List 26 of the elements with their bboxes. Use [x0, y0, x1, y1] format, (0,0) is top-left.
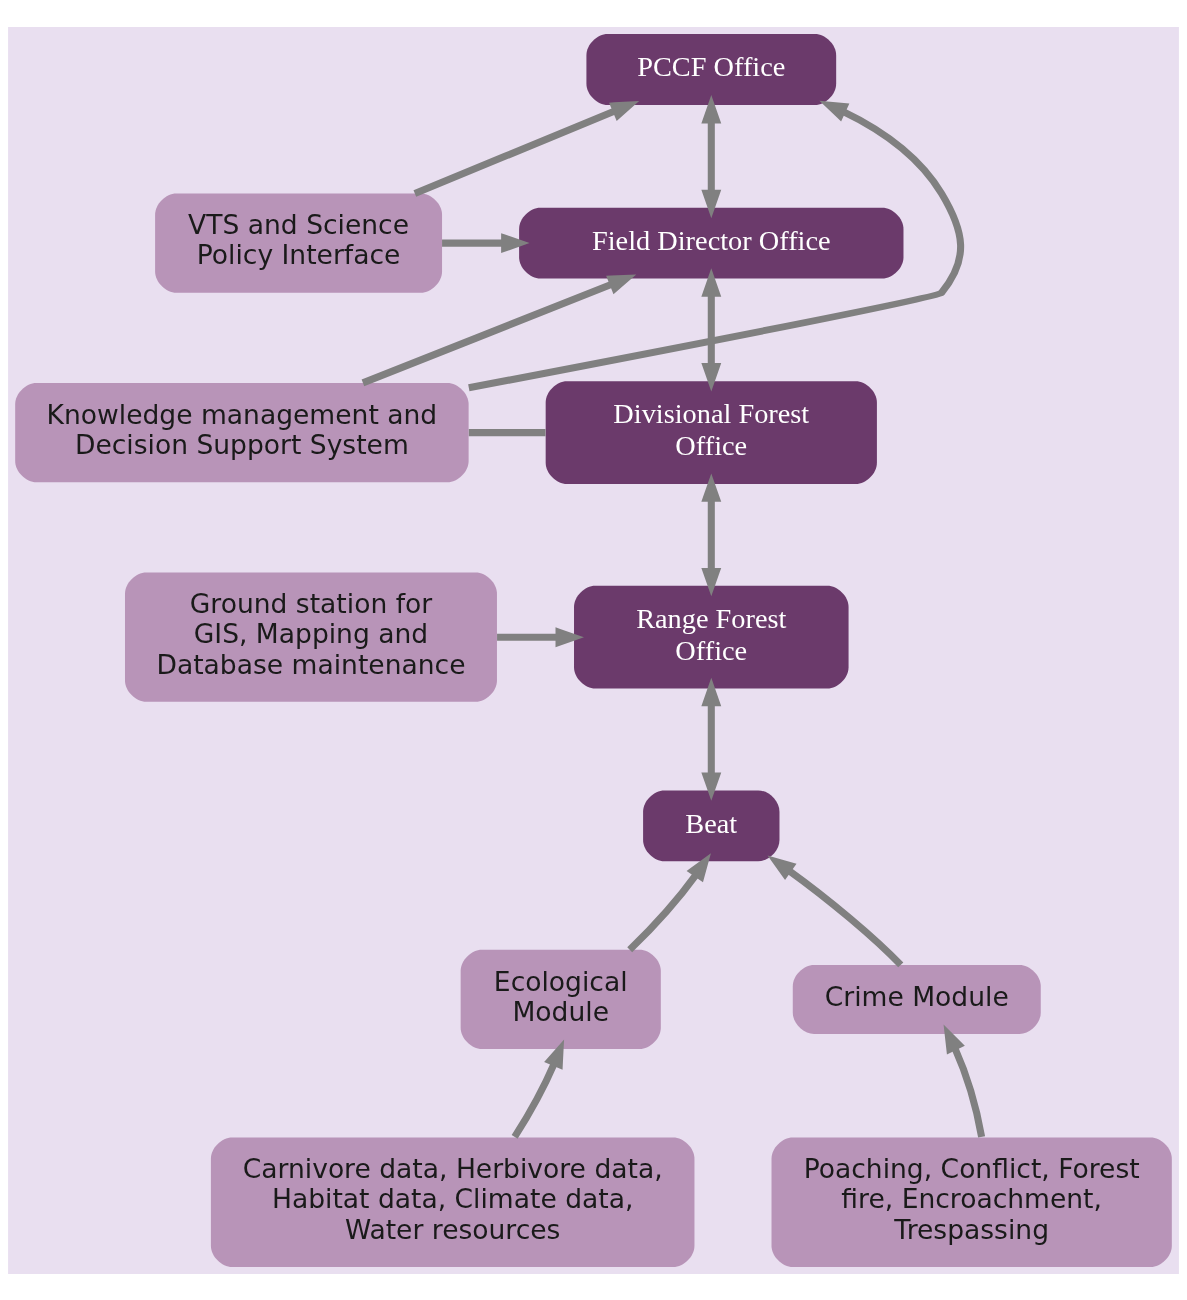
arrow	[701, 472, 722, 596]
arrow	[627, 852, 711, 952]
arrow	[511, 1039, 565, 1139]
node-box: PCCF Office	[586, 33, 837, 105]
arrow	[413, 100, 640, 197]
node-box: Beat	[643, 789, 780, 861]
arrow	[468, 100, 964, 391]
node-box: Knowledge management and Decision Support System	[15, 382, 469, 482]
node-box: Carnivore data, Herbivore data, Habitat data, Climate data, Water resources	[210, 1137, 695, 1267]
arrow	[361, 274, 637, 386]
arrow	[701, 94, 722, 218]
node-box: Crime Module	[792, 964, 1041, 1034]
arrow	[767, 854, 904, 967]
node-box: Range Forest Office	[574, 585, 849, 689]
arrow	[497, 626, 584, 647]
node-box: Poaching, Conflict, Forest fire, Encroachment, Trespassing	[771, 1137, 1172, 1267]
arrow	[943, 1023, 986, 1138]
arrow	[442, 232, 530, 253]
node-box: Divisional Forest Office	[545, 380, 877, 484]
node-box: Field Director Office	[519, 207, 904, 279]
arrow	[701, 267, 722, 392]
arrow	[701, 677, 722, 801]
connector	[468, 428, 546, 436]
node-box: Ecological Module	[460, 949, 661, 1049]
node-box: Ground station for GIS, Mapping and Database maintenance	[125, 572, 497, 702]
node-box: VTS and Science Policy Interface	[155, 193, 443, 293]
